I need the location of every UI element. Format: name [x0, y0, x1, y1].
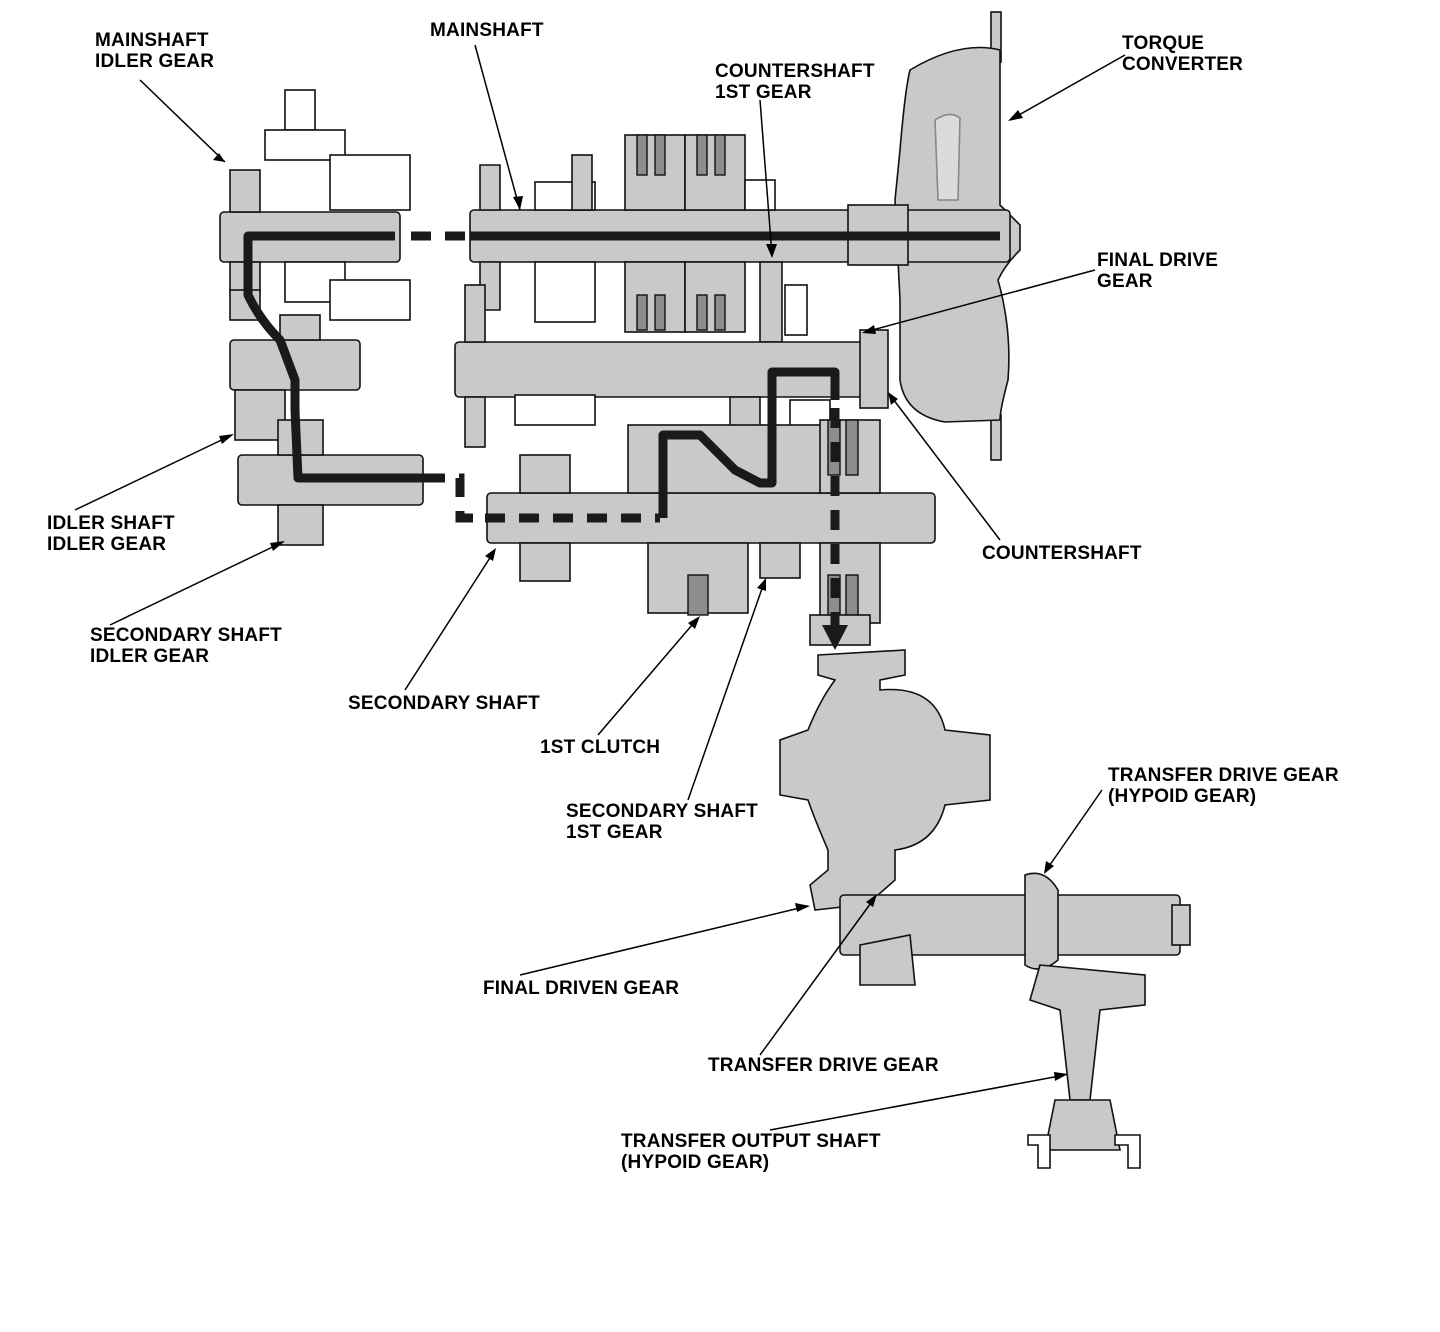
- label-secondary-shaft: SECONDARY SHAFT: [348, 693, 540, 714]
- secondary-shaft-assembly: [486, 419, 936, 646]
- label-final-driven-gear: FINAL DRIVEN GEAR: [483, 978, 680, 999]
- mainshaft-assembly: [469, 134, 1011, 343]
- label-1st-clutch: 1ST CLUTCH: [540, 737, 661, 758]
- label-countershaft: COUNTERSHAFT: [982, 543, 1142, 564]
- leader-lines: [74, 44, 1126, 1131]
- label-secondary-shaft-1st-gear: SECONDARY SHAFT 1ST GEAR: [566, 801, 758, 843]
- label-torque-converter: TORQUE CONVERTER: [1122, 33, 1244, 75]
- countershaft-assembly: [454, 284, 889, 448]
- label-transfer-drive-gear: TRANSFER DRIVE GEAR: [708, 1055, 939, 1076]
- power-flow-path: [243, 231, 1000, 650]
- label-transfer-output-shaft: TRANSFER OUTPUT SHAFT (HYPOID GEAR): [621, 1131, 881, 1173]
- label-transfer-drive-gear-hypoid: TRANSFER DRIVE GEAR (HYPOID GEAR): [1108, 765, 1339, 807]
- label-secondary-shaft-idler-gear: SECONDARY SHAFT IDLER GEAR: [90, 625, 282, 667]
- differential-assembly: [779, 649, 991, 911]
- label-mainshaft-idler-gear: MAINSHAFT IDLER GEAR: [95, 30, 215, 72]
- label-countershaft-1st-gear: COUNTERSHAFT 1ST GEAR: [715, 61, 875, 103]
- label-final-drive-gear: FINAL DRIVE GEAR: [1097, 250, 1219, 292]
- label-idler-shaft-idler-gear: IDLER SHAFT IDLER GEAR: [47, 513, 175, 555]
- transfer-assembly: [839, 872, 1191, 1169]
- label-mainshaft: MAINSHAFT: [430, 20, 544, 41]
